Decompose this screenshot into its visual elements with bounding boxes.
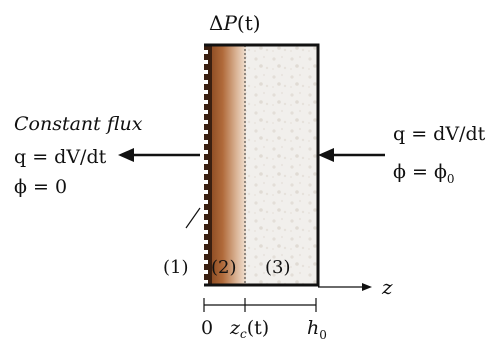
membrane-pore [204, 120, 208, 124]
membrane-pore [204, 270, 208, 274]
tick-label-zc: zc(t) [229, 317, 269, 341]
membrane-pore [204, 220, 208, 224]
tick-label-0: 0 [201, 317, 213, 339]
membrane-region [204, 45, 212, 285]
membrane-pore [204, 240, 208, 244]
right-phi-eq: ϕ = ϕ0 [393, 161, 455, 186]
right-flux-eq: q = dV/dt [393, 123, 486, 145]
membrane-pores [204, 50, 208, 284]
membrane-pore [204, 170, 208, 174]
axis-arrow-icon [318, 283, 372, 291]
membrane-pore [204, 250, 208, 254]
left-flux-eq: q = dV/dt [14, 146, 107, 168]
container-outline [204, 43, 320, 287]
left-title: Constant flux [14, 113, 143, 135]
left-phi-eq: ϕ = 0 [14, 176, 67, 198]
membrane-pore [204, 140, 208, 144]
membrane-pore [204, 70, 208, 74]
axis-label-z: z [381, 275, 393, 299]
filter-cake-region [210, 45, 246, 285]
membrane-pore [204, 80, 208, 84]
membrane-pore [204, 160, 208, 164]
membrane-pore [204, 90, 208, 94]
membrane-leader-line [185, 207, 201, 229]
arrow-right-icon [318, 148, 385, 162]
membrane-pore [204, 130, 208, 134]
membrane-pore [204, 110, 208, 114]
suspension-region [245, 45, 317, 285]
membrane-pore [204, 180, 208, 184]
membrane-pore [204, 190, 208, 194]
pressure-label: ΔP(t) [209, 11, 261, 35]
membrane-pore [204, 210, 208, 214]
membrane-pore [204, 260, 208, 264]
tick-label-h0: h0 [307, 317, 327, 342]
membrane-pore [204, 230, 208, 234]
membrane-pore [204, 280, 208, 284]
membrane-pore [204, 60, 208, 64]
membrane-pore [204, 50, 208, 54]
membrane-pore [204, 150, 208, 154]
membrane-pore [204, 200, 208, 204]
arrow-left-icon [118, 148, 200, 162]
membrane-pore [204, 100, 208, 104]
region-label-1: (1) [163, 257, 189, 278]
region-label-2: (2) [211, 257, 237, 278]
region-label-3: (3) [265, 257, 291, 278]
